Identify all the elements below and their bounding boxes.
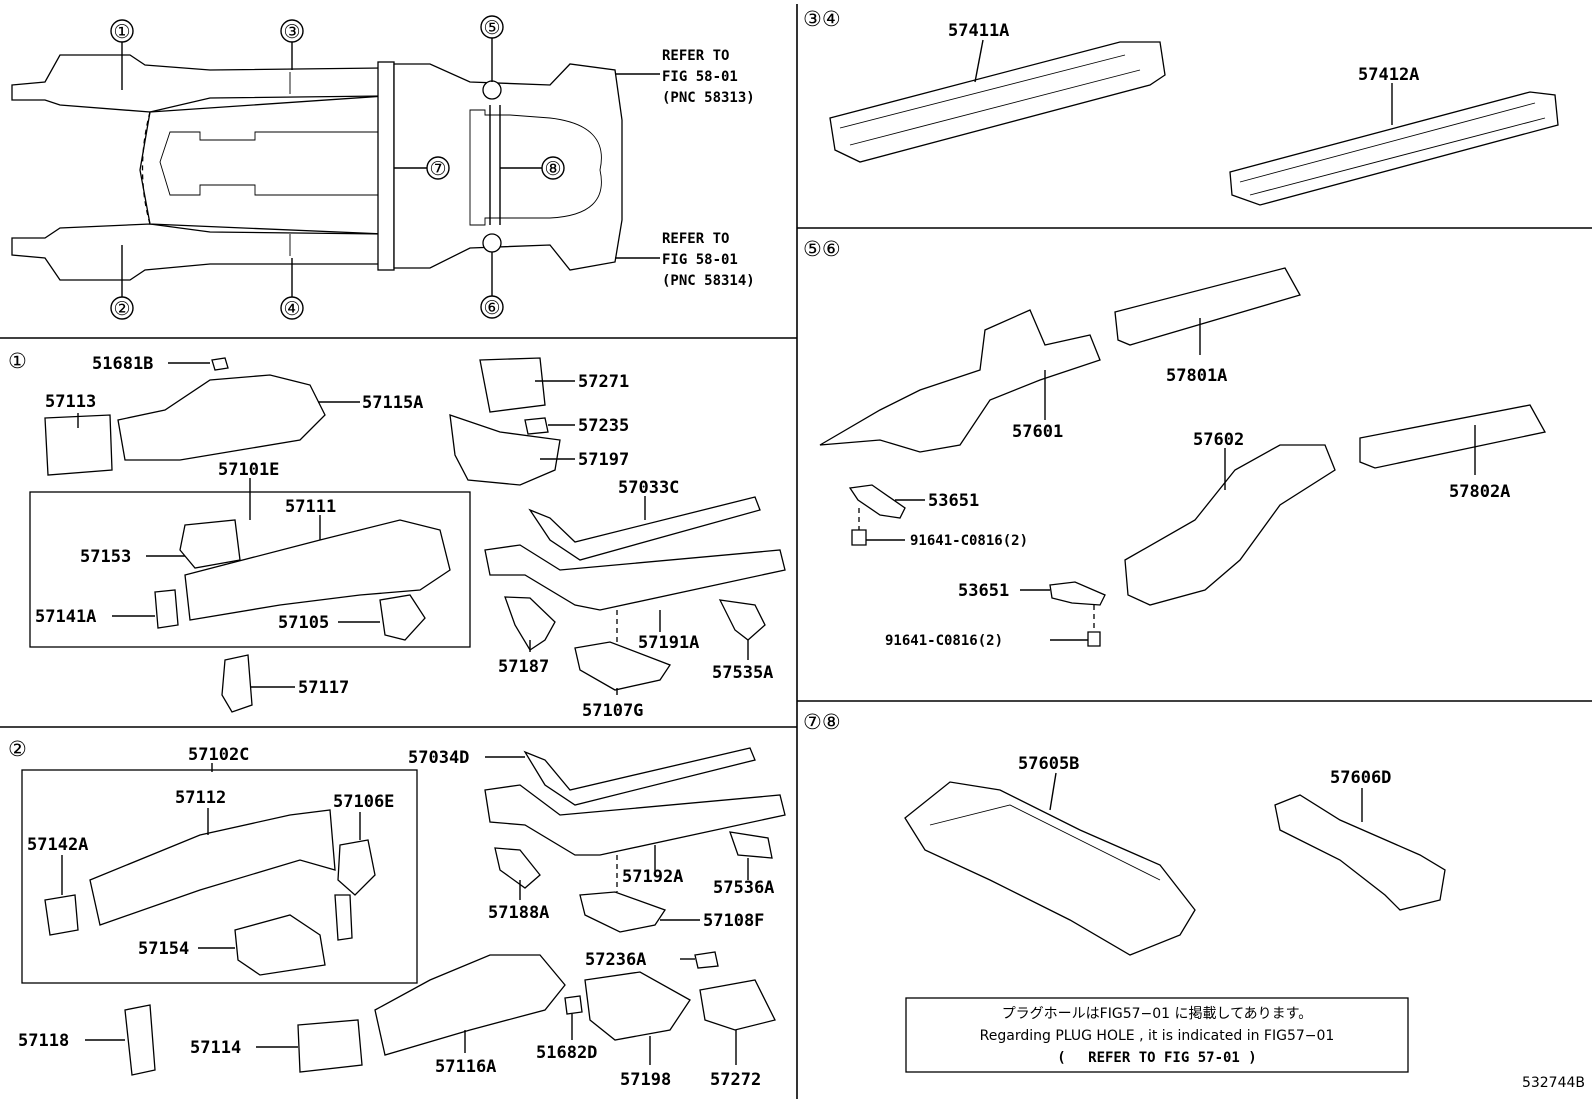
label-57112: 57112	[175, 788, 226, 808]
label-57271: 57271	[578, 372, 629, 392]
callout-1: ①	[113, 21, 130, 43]
refer-bottom-line2: FIG 58-01	[662, 252, 738, 268]
callout-8: ⑧	[544, 158, 561, 180]
note-line-jp: プラグホールはFIG57−01 に掲載してあります。	[1002, 1006, 1313, 1022]
label-57142A: 57142A	[27, 835, 88, 855]
refer-top-line3: (PNC 58313)	[662, 90, 755, 106]
label-57153: 57153	[80, 547, 131, 567]
label-57108F: 57108F	[703, 911, 764, 931]
section-2: ② 5	[8, 737, 786, 1090]
label-57197: 57197	[578, 450, 629, 470]
section-7-8: ⑦⑧ 57605B 57606D プラグホールはFIG57−01 に掲載してあり…	[803, 710, 1446, 1073]
label-57115A: 57115A	[362, 393, 423, 413]
label-57536A: 57536A	[713, 878, 774, 898]
label-57191A: 57191A	[638, 633, 699, 653]
section-78-heading: ⑦⑧	[803, 710, 841, 734]
refer-top-line2: FIG 58-01	[662, 69, 738, 85]
refer-bottom-line3: (PNC 58314)	[662, 273, 755, 289]
refer-top-line1: REFER TO	[662, 48, 729, 64]
label-57236A: 57236A	[585, 950, 646, 970]
callout-4: ④	[283, 298, 300, 320]
label-91641-b: 91641-C0816(2)	[885, 633, 1003, 649]
label-57802A: 57802A	[1449, 482, 1510, 502]
section-5-6: ⑤⑥ 57601 57801A 57602 57802A 53651 91641…	[803, 237, 1546, 649]
label-57412A: 57412A	[1358, 65, 1419, 85]
assembly-box-57102C	[21, 769, 418, 984]
section-2-heading: ②	[8, 737, 27, 761]
label-57102C: 57102C	[188, 745, 249, 765]
label-57198: 57198	[620, 1070, 671, 1090]
callout-6: ⑥	[483, 297, 500, 319]
label-57118: 57118	[18, 1031, 69, 1051]
label-57101E: 57101E	[218, 460, 279, 480]
label-57154: 57154	[138, 939, 189, 959]
label-51682D: 51682D	[536, 1043, 597, 1063]
label-51681B: 51681B	[92, 354, 153, 374]
label-57116A: 57116A	[435, 1057, 496, 1077]
callout-3: ③	[283, 21, 300, 43]
label-57111: 57111	[285, 497, 336, 517]
label-57105: 57105	[278, 613, 329, 633]
label-57411A: 57411A	[948, 21, 1009, 41]
label-57192A: 57192A	[622, 867, 683, 887]
note-line-refer: ( REFER TO FIG 57-01 )	[1057, 1050, 1256, 1066]
figure-code: 532744B	[1522, 1075, 1585, 1091]
label-57535A: 57535A	[712, 663, 773, 683]
callout-2: ②	[113, 298, 130, 320]
section-1: ① 5	[8, 349, 786, 721]
label-57235: 57235	[578, 416, 629, 436]
label-57033C: 57033C	[618, 478, 679, 498]
label-57114: 57114	[190, 1038, 241, 1058]
plug-hole-note-box	[905, 997, 1409, 1073]
label-57188A: 57188A	[488, 903, 549, 923]
label-57141A: 57141A	[35, 607, 96, 627]
callout-7: ⑦	[429, 158, 446, 180]
label-57034D: 57034D	[408, 748, 469, 768]
label-91641-a: 91641-C0816(2)	[910, 533, 1028, 549]
section-56-heading: ⑤⑥	[803, 237, 841, 261]
label-57113: 57113	[45, 392, 96, 412]
label-57801A: 57801A	[1166, 366, 1227, 386]
section-1-heading: ①	[8, 349, 27, 373]
refer-bottom-line1: REFER TO	[662, 231, 729, 247]
label-57272: 57272	[710, 1070, 761, 1090]
label-57605B: 57605B	[1018, 754, 1079, 774]
note-line-en: Regarding PLUG HOLE , it is indicated in…	[980, 1028, 1335, 1044]
label-57117: 57117	[298, 678, 349, 698]
label-53651-a: 53651	[928, 491, 979, 511]
label-57106E: 57106E	[333, 792, 394, 812]
label-57606D: 57606D	[1330, 768, 1391, 788]
section-3-4: ③④ 57411A 57412A	[803, 7, 1559, 206]
label-57601: 57601	[1012, 422, 1063, 442]
label-53651-b: 53651	[958, 581, 1009, 601]
label-57187: 57187	[498, 657, 549, 677]
label-57107G: 57107G	[582, 701, 643, 721]
label-57602: 57602	[1193, 430, 1244, 450]
overview-callouts: ① ② ③ ④ ⑤ ⑥ ⑦ ⑧ REFER TO FIG 58-01 (PNC …	[110, 15, 755, 320]
callout-5: ⑤	[483, 17, 500, 39]
section-34-heading: ③④	[803, 7, 841, 31]
underbody-overview	[11, 54, 623, 281]
